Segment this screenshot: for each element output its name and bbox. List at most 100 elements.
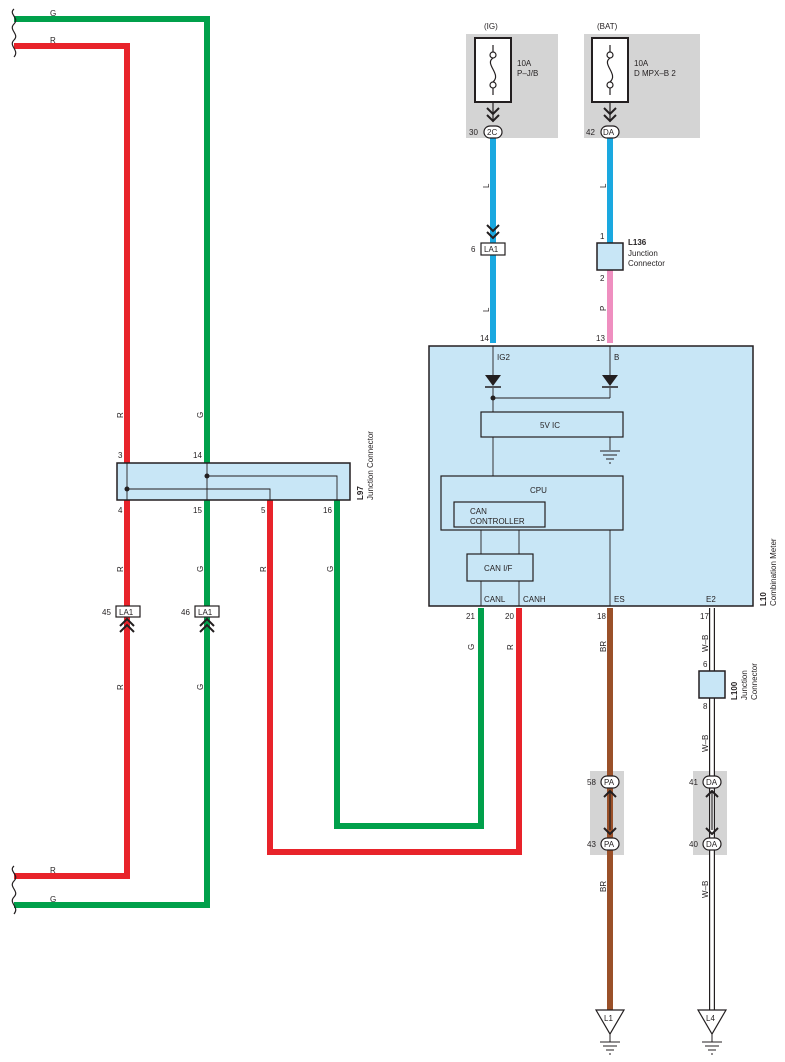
meter-ic-label: 5V IC: [540, 421, 560, 430]
l136-desc-1: Junction: [628, 249, 658, 258]
ig-fuse: [474, 37, 512, 139]
bat-fuse-name: D MPX–B 2: [634, 69, 676, 78]
label-g-4: G: [326, 566, 335, 572]
da-pin-41: 41: [689, 778, 698, 787]
meter-can-ctrl-2: CONTROLLER: [470, 517, 525, 526]
ig-connector: 2C: [487, 128, 497, 137]
la1-connector-45: [115, 605, 141, 633]
la1-connector-ig: [480, 224, 506, 256]
l97-pin-4: 4: [118, 506, 123, 515]
label-red-bottom: R: [50, 866, 56, 875]
ig-rating: 10A: [517, 59, 532, 68]
meter-code: L10: [759, 592, 768, 606]
meter-pin-14: 14: [480, 334, 489, 343]
wire-red-canh: [267, 500, 522, 855]
pa-connector: [600, 775, 620, 851]
da-pin-40: 40: [689, 840, 698, 849]
label-r-1: R: [116, 412, 125, 418]
label-g-3: G: [196, 684, 205, 690]
label-wb-2: W–B: [701, 735, 710, 752]
label-l-1: L: [482, 183, 491, 188]
pa-label-bottom: PA: [604, 840, 615, 849]
meter-can-ctrl-1: CAN: [470, 507, 487, 516]
label-l-2: L: [482, 307, 491, 312]
ground-l4-label: L4: [706, 1014, 715, 1023]
l136-pin-1: 1: [600, 232, 605, 241]
pa-label-top: PA: [604, 778, 615, 787]
l97-pin-3: 3: [118, 451, 123, 460]
bat-pin: 42: [586, 128, 595, 137]
label-wb-3: W–B: [701, 881, 710, 898]
meter-pin-20: 20: [505, 612, 514, 621]
label-r-3: R: [116, 684, 125, 690]
bat-connector: DA: [603, 128, 615, 137]
wire-green-left: [14, 16, 210, 908]
l97-pin-16: 16: [323, 506, 332, 515]
l136-code: L136: [628, 238, 647, 247]
l97-desc: Junction Connector: [366, 431, 375, 500]
l136-desc-2: Connector: [628, 259, 665, 268]
l97-pin-5: 5: [261, 506, 266, 515]
meter-pin-ig2: IG2: [497, 353, 510, 362]
ig-fuse-name: P–J/B: [517, 69, 538, 78]
l97-pin-15: 15: [193, 506, 202, 515]
label-p: P: [599, 306, 608, 311]
label-br-2: BR: [599, 881, 608, 892]
bat-fuse: [591, 37, 629, 139]
ig-source: (IG): [484, 22, 498, 31]
meter-pin-b: B: [614, 353, 619, 362]
da-label-bottom: DA: [706, 840, 718, 849]
ground-l1-label: L1: [604, 1014, 613, 1023]
meter-pin-21: 21: [466, 612, 475, 621]
l100-pin-6: 6: [703, 660, 708, 669]
meter-pin-18: 18: [597, 612, 606, 621]
label-red-top: R: [50, 36, 56, 45]
l100-desc-2: Connector: [750, 663, 759, 700]
label-green-top: G: [50, 9, 56, 18]
meter-pin-e2: E2: [706, 595, 716, 604]
la1-ig-pin: 6: [471, 245, 476, 254]
wire-green-canl: [334, 500, 484, 829]
pa-pin-43: 43: [587, 840, 596, 849]
pa-pin-58: 58: [587, 778, 596, 787]
l97-pin-14: 14: [193, 451, 202, 460]
l100-pin-8: 8: [703, 702, 708, 711]
label-g-2: G: [196, 566, 205, 572]
da-label-top: DA: [706, 778, 718, 787]
label-br-1: BR: [599, 641, 608, 652]
wire-red-left: [14, 43, 130, 879]
label-r-5: R: [506, 644, 515, 650]
label-g-5: G: [467, 644, 476, 650]
ground-l1: [594, 1009, 626, 1055]
meter-pin-17: 17: [700, 612, 709, 621]
wire-break-symbols: [11, 8, 17, 915]
la1-45-label: LA1: [119, 608, 134, 617]
bat-rating: 10A: [634, 59, 649, 68]
meter-can-if: CAN I/F: [484, 564, 513, 573]
meter-pin-canl: CANL: [484, 595, 506, 604]
l97-junction-connector: [116, 462, 351, 501]
meter-desc: Combination Meter: [769, 538, 778, 606]
la1-45-pin: 45: [102, 608, 111, 617]
label-green-bottom: G: [50, 895, 56, 904]
l97-code: L97: [356, 486, 365, 500]
l136-junction-connector: [596, 242, 624, 271]
l100-junction-connector: [698, 670, 726, 699]
meter-pin-es: ES: [614, 595, 625, 604]
la1-connector-46: [194, 605, 220, 633]
da-connector: [702, 775, 722, 851]
la1-46-pin: 46: [181, 608, 190, 617]
label-wb-1: W–B: [701, 635, 710, 652]
l136-pin-2: 2: [600, 274, 605, 283]
label-r-2: R: [116, 566, 125, 572]
label-r-4: R: [259, 566, 268, 572]
la1-ig-label: LA1: [484, 245, 499, 254]
bat-source: (BAT): [597, 22, 618, 31]
ground-l4: [696, 1009, 728, 1055]
ig-pin: 30: [469, 128, 478, 137]
label-g-1: G: [196, 412, 205, 418]
la1-46-label: LA1: [198, 608, 213, 617]
combination-meter: [428, 345, 754, 607]
meter-pin-13: 13: [596, 334, 605, 343]
